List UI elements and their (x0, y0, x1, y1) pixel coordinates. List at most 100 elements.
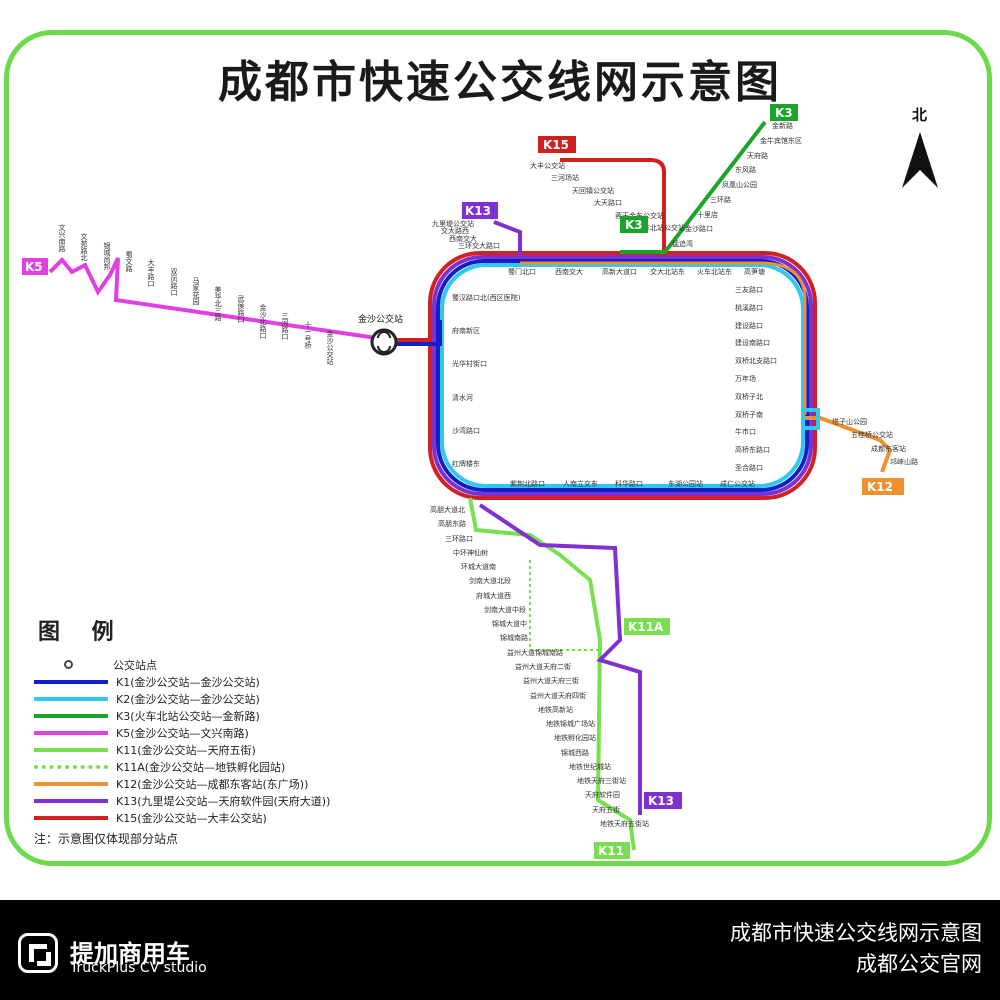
station-label: 马家花园 (192, 277, 200, 306)
legend-swatch-k13 (34, 798, 108, 803)
station-label: 人南立交东 (563, 479, 598, 488)
station-label: 地铁锦城广场站 (546, 719, 595, 728)
legend-routes: K1(金沙公交站—金沙公交站) K2(金沙公交站—金沙公交站) K3(火车北站公交站… (34, 673, 414, 826)
badge-k12: K12 (862, 478, 904, 495)
route-k11a (529, 560, 600, 651)
stop-circle-icon (64, 660, 73, 669)
legend-label-k13: K13(九里堤公交站—天府软件园(天府大道)) (116, 794, 331, 808)
legend: 图 例 公交站点 K1(金沙公交站—金沙公交站)K2(金沙公交站—金沙公交站)K… (34, 614, 414, 847)
station-label: 双桥子北 (735, 392, 763, 401)
station-label: 金沙路口 (685, 224, 713, 233)
station-label: 成仁公交站 (720, 479, 755, 488)
route-k3-branch (620, 120, 767, 254)
station-label: 天府软件园 (585, 790, 620, 799)
legend-label-k11a: K11A(金沙公交站—地铁孵化园站) (116, 760, 286, 774)
legend-row-k2: K2(金沙公交站—金沙公交站) (34, 690, 414, 707)
legend-row-k5: K5(金沙公交站—文兴南路) (34, 724, 414, 741)
hub-connector-2 (395, 320, 442, 346)
footer-bar (0, 900, 1000, 1000)
station-label: 邛崃山路 (890, 457, 918, 466)
station-label: 十一号桥 (304, 320, 312, 350)
svg-text:K11A: K11A (628, 620, 664, 634)
station-label: 益州大道锦城南路 (507, 648, 563, 657)
station-label: 圣合路口 (735, 463, 763, 472)
station-label: 地铁天府三街站 (577, 776, 626, 785)
legend-swatch-k11 (34, 747, 108, 752)
station-label: 三河场站 (551, 173, 579, 182)
legend-note: 注：示意图仅体现部分站点 (34, 832, 179, 846)
station-label: 天府路 (747, 151, 768, 160)
station-label: 成都东客站 (871, 444, 906, 453)
station-label: 蜀门北口 (508, 267, 536, 276)
legend-label-k1: K1(金沙公交站—金沙公交站) (116, 675, 260, 689)
station-label: 万年场 (735, 374, 756, 383)
badge-k15: K15 (538, 136, 576, 153)
legend-row-stop: 公交站点 (34, 656, 414, 673)
footer-brand-cn: 提加商用车 (70, 940, 190, 968)
north-label: 北 (912, 106, 927, 124)
station-label: 科华路口 (615, 479, 643, 488)
station-label: 锦城西路 (561, 748, 589, 757)
station-label: 金新路 (772, 121, 793, 130)
route-k12-ring (520, 261, 807, 415)
station-label: 双凤路口 (170, 268, 178, 296)
legend-swatch-k15 (34, 815, 108, 820)
station-label: 地铁高新站 (538, 705, 573, 714)
legend-swatch-k11a (34, 764, 108, 769)
station-label: 益州大道天府四街 (530, 691, 586, 700)
station-label: 西南交大 (449, 234, 477, 243)
station-label: 建设南路口 (735, 338, 770, 347)
route-k5 (48, 257, 391, 342)
legend-label-k2: K2(金沙公交站—金沙公交站) (116, 692, 260, 706)
station-label: 高新大道口 (602, 267, 637, 276)
station-label: 凤凰山公园 (722, 180, 757, 189)
station-label: 美华北三路 (214, 285, 222, 322)
svg-text:K5: K5 (25, 260, 43, 274)
station-label: 西南交大 (555, 267, 583, 276)
station-label: 双桥北支路口 (735, 356, 777, 365)
legend-swatch-k1 (34, 679, 108, 684)
legend-row-k13: K13(九里堤公交站—天府软件园(天府大道)) (34, 792, 414, 809)
legend-swatch-k3 (34, 713, 108, 718)
route-k2-east-jog (803, 408, 820, 430)
svg-text:K11: K11 (598, 844, 624, 858)
route-map: 金沙公交站 北 蜀门北口西南交大高新大道口交大北站东火车北站东高笋塘蜀汉路口北(… (22, 104, 938, 859)
legend-row-k15: K15(金沙公交站—大丰公交站) (34, 809, 414, 826)
station-label: 沙湾路口 (452, 426, 480, 435)
station-label: 蜀汉路口北(西区医院) (452, 293, 521, 302)
svg-text:K13: K13 (648, 794, 674, 808)
legend-title: 图 例 (38, 620, 126, 645)
station-label: 益州大道天府三街 (523, 676, 579, 685)
station-layer: 蜀门北口西南交大高新大道口交大北站东火车北站东高笋塘蜀汉路口北(西区医院)府南新… (58, 121, 918, 828)
station-label: 金沙公交站 (326, 329, 334, 366)
station-label: 地铁世纪城站 (569, 762, 611, 771)
svg-text:K12: K12 (867, 480, 893, 494)
station-label: 高朋大道北 (430, 505, 465, 514)
svg-text:K3: K3 (775, 106, 793, 120)
footer-caption: 成都市快速公交线网示意图 成都公交官网 (730, 918, 982, 980)
hub-arrows-icon (377, 331, 391, 353)
badge-k13-bottom: K13 (644, 792, 682, 809)
legend-label-k3: K3(火车北站公交站—金新路) (116, 709, 260, 723)
station-label: 大丰路口 (147, 258, 155, 287)
legend-swatch-k5 (34, 730, 108, 735)
route-k15-branch (560, 158, 666, 256)
station-label: 银城尚邦 (103, 241, 111, 271)
station-label: 大丰公交站 (530, 161, 565, 170)
legend-row-k3: K3(火车北站公交站—金新路) (34, 707, 414, 724)
station-label: 三环路口 (445, 534, 473, 543)
legend-row-k1: K1(金沙公交站—金沙公交站) (34, 673, 414, 690)
legend-label-k5: K5(金沙公交站—文兴南路) (116, 726, 249, 740)
station-label: 环城大道南 (461, 562, 496, 571)
station-label: 蜀文路 (125, 251, 133, 273)
station-label: 天府五街 (592, 805, 620, 814)
station-label: 武侯路口 (237, 294, 245, 323)
station-label: 三环路 (710, 195, 731, 204)
badge-k3-mid: K3 (620, 216, 648, 233)
station-label: 火车北站公交站 (636, 223, 685, 232)
route-k12-branch (805, 416, 893, 473)
station-label: 剑南大道北段 (469, 576, 511, 585)
station-label: 中环神仙树 (453, 548, 488, 557)
legend-row-k11a: K11A(金沙公交站—地铁孵化园站) (34, 758, 414, 775)
station-label: 火车北站东 (697, 267, 732, 276)
